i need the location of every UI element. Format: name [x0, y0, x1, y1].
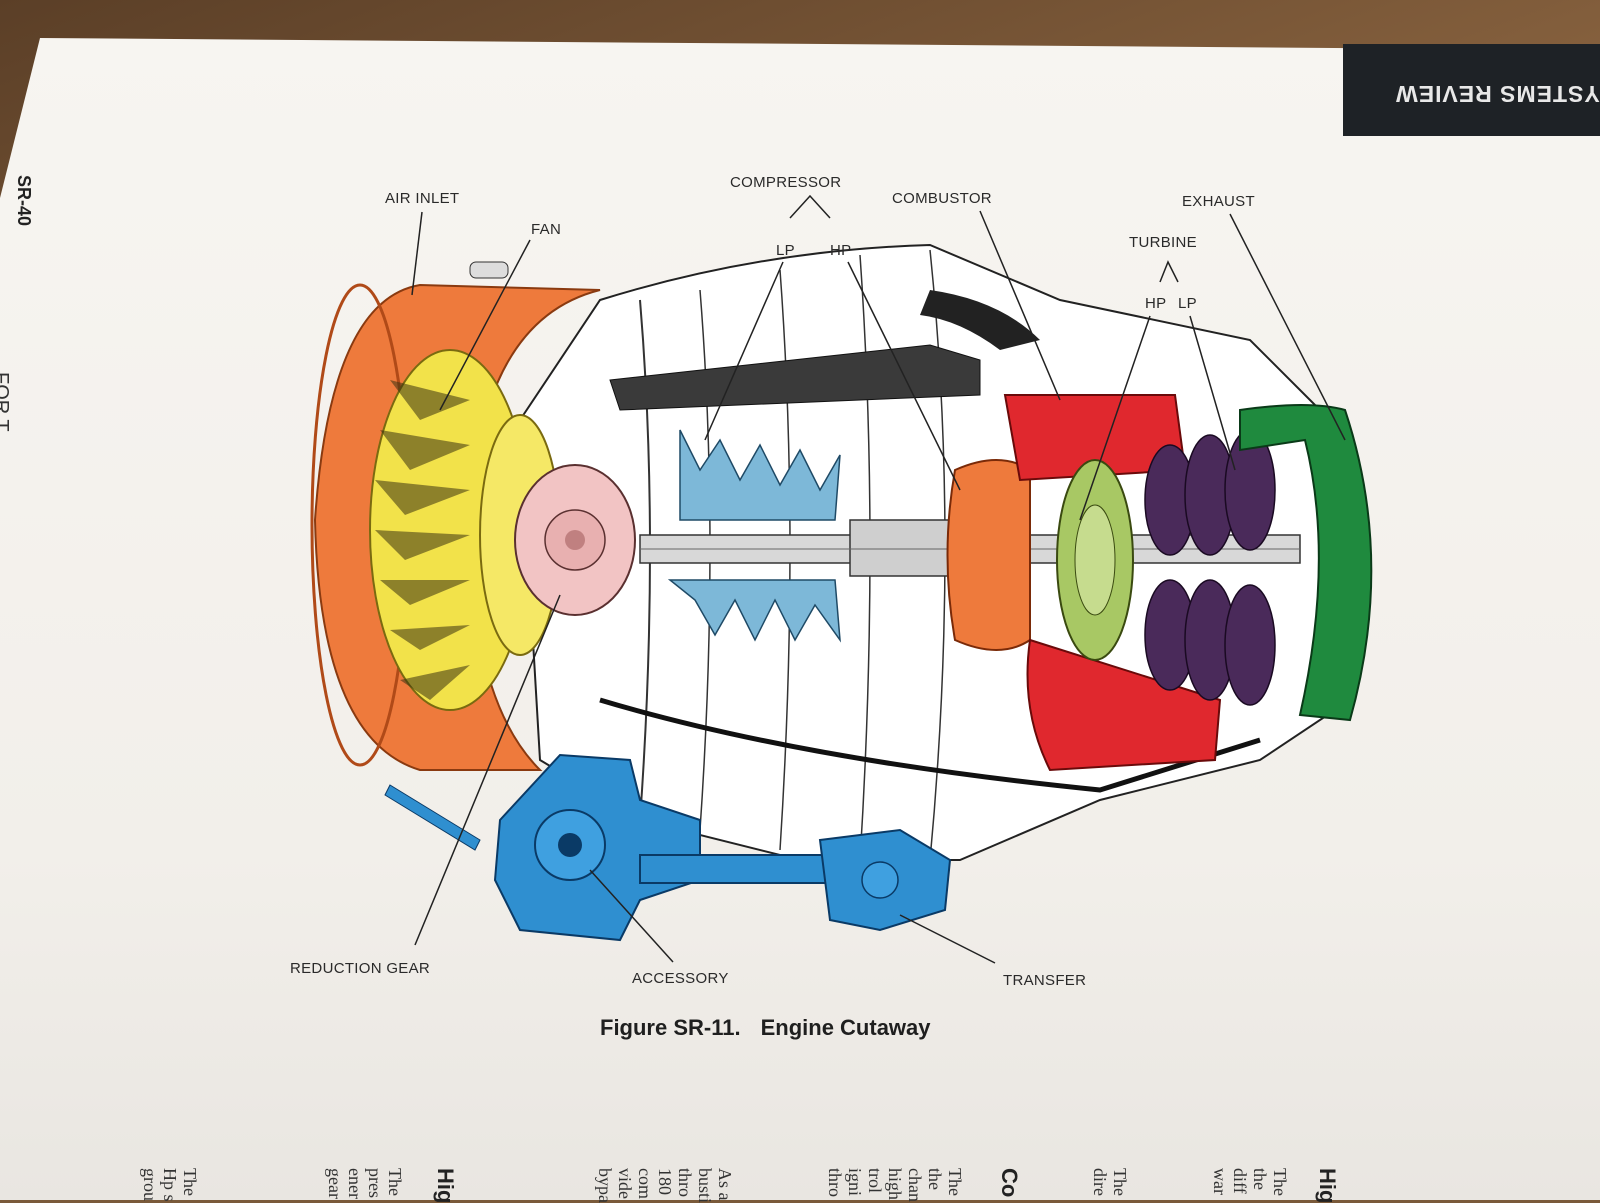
- facing-heading: Hig: [433, 1168, 458, 1203]
- figure-caption: Figure SR-11. Engine Cutaway: [600, 1015, 931, 1041]
- facing-text: grou: [140, 1168, 160, 1201]
- facing-text: As a: [715, 1168, 735, 1201]
- label-compressor: COMPRESSOR: [730, 174, 842, 191]
- facing-heading: Hig: [1315, 1168, 1340, 1203]
- facing-text: chan: [905, 1168, 925, 1202]
- hp-turbine-disk: [1056, 459, 1134, 661]
- facing-text: bypa: [595, 1168, 615, 1203]
- label-accessory: ACCESSORY: [632, 970, 729, 987]
- label-fan: FAN: [531, 221, 562, 238]
- facing-text: ener: [345, 1168, 365, 1199]
- lp-turbine-disks: [1144, 429, 1276, 706]
- exhaust-duct: [1239, 404, 1373, 722]
- facing-text: busti: [695, 1168, 715, 1203]
- facing-text: com: [635, 1168, 655, 1199]
- facing-text: the: [925, 1168, 945, 1190]
- label-combustor: COMBUSTOR: [892, 190, 992, 207]
- label-turbine: TURBINE: [1129, 234, 1197, 251]
- figure-caption-title: Engine Cutaway: [760, 1015, 931, 1040]
- label-compressor-lp: LP: [776, 242, 795, 259]
- label-turbine-lp: LP: [1178, 295, 1197, 312]
- figure-caption-number: Figure SR-11.: [600, 1015, 741, 1040]
- facing-text: gear: [325, 1168, 345, 1199]
- compressor-blades: [667, 429, 841, 643]
- hp-impeller: [946, 459, 1031, 651]
- facing-text: igni: [845, 1168, 865, 1197]
- facing-text: diff: [1230, 1168, 1250, 1194]
- facing-text: thro: [675, 1168, 695, 1197]
- section-tab: [1343, 44, 1600, 136]
- facing-text: The: [945, 1168, 965, 1196]
- label-compressor-hp: HP: [830, 242, 852, 259]
- facing-text: high: [885, 1168, 905, 1201]
- facing-text: The: [1270, 1168, 1290, 1196]
- leader-lines: [411, 194, 1346, 964]
- facing-text: The: [385, 1168, 405, 1196]
- facing-text: pres: [365, 1168, 385, 1198]
- facing-text: The: [1110, 1168, 1130, 1196]
- accessory-gearbox: [384, 753, 952, 942]
- combustor-liner: [1003, 394, 1222, 772]
- facing-heading: Co: [997, 1168, 1022, 1198]
- label-turbine-hp: HP: [1145, 295, 1167, 312]
- facing-text: trol: [865, 1168, 885, 1193]
- facing-text: Hp s: [160, 1168, 180, 1202]
- facing-text: The: [180, 1168, 200, 1196]
- facing-text: 180: [655, 1168, 675, 1195]
- label-air-inlet: AIR INLET: [385, 190, 460, 207]
- reduction-gear: [514, 464, 636, 616]
- label-exhaust: EXHAUST: [1182, 193, 1255, 210]
- facing-text: thro: [825, 1168, 845, 1197]
- facing-text: vide: [615, 1168, 635, 1199]
- facing-text: dire: [1090, 1168, 1110, 1196]
- label-reduction-gear: REDUCTION GEAR: [290, 960, 431, 977]
- facing-text: war: [1210, 1168, 1230, 1195]
- fan-blades: [369, 349, 561, 711]
- label-transfer: TRANSFER: [1003, 972, 1087, 989]
- facing-text: the: [1250, 1168, 1270, 1190]
